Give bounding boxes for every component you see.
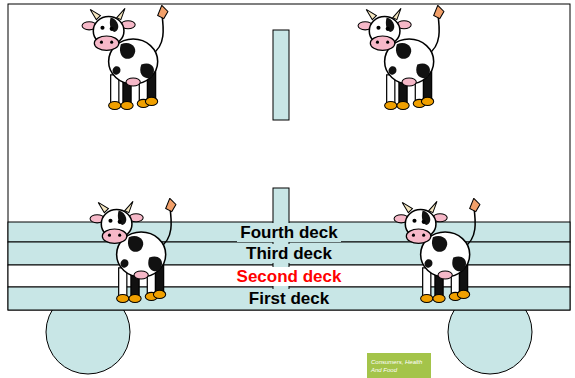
deck-band: First deck: [8, 287, 570, 310]
logo-box: Consumers, Health And Food: [367, 353, 431, 378]
deck-band: Fourth deck: [8, 222, 570, 242]
logo-text: Consumers, Health And Food: [371, 358, 427, 374]
deck-label: First deck: [246, 289, 332, 308]
deck-label: Third deck: [243, 244, 335, 263]
deck-band: Second deck: [8, 265, 570, 287]
deck-label: Second deck: [234, 267, 345, 286]
deck-label: Fourth deck: [237, 223, 340, 242]
deck-band: Third deck: [8, 242, 570, 265]
